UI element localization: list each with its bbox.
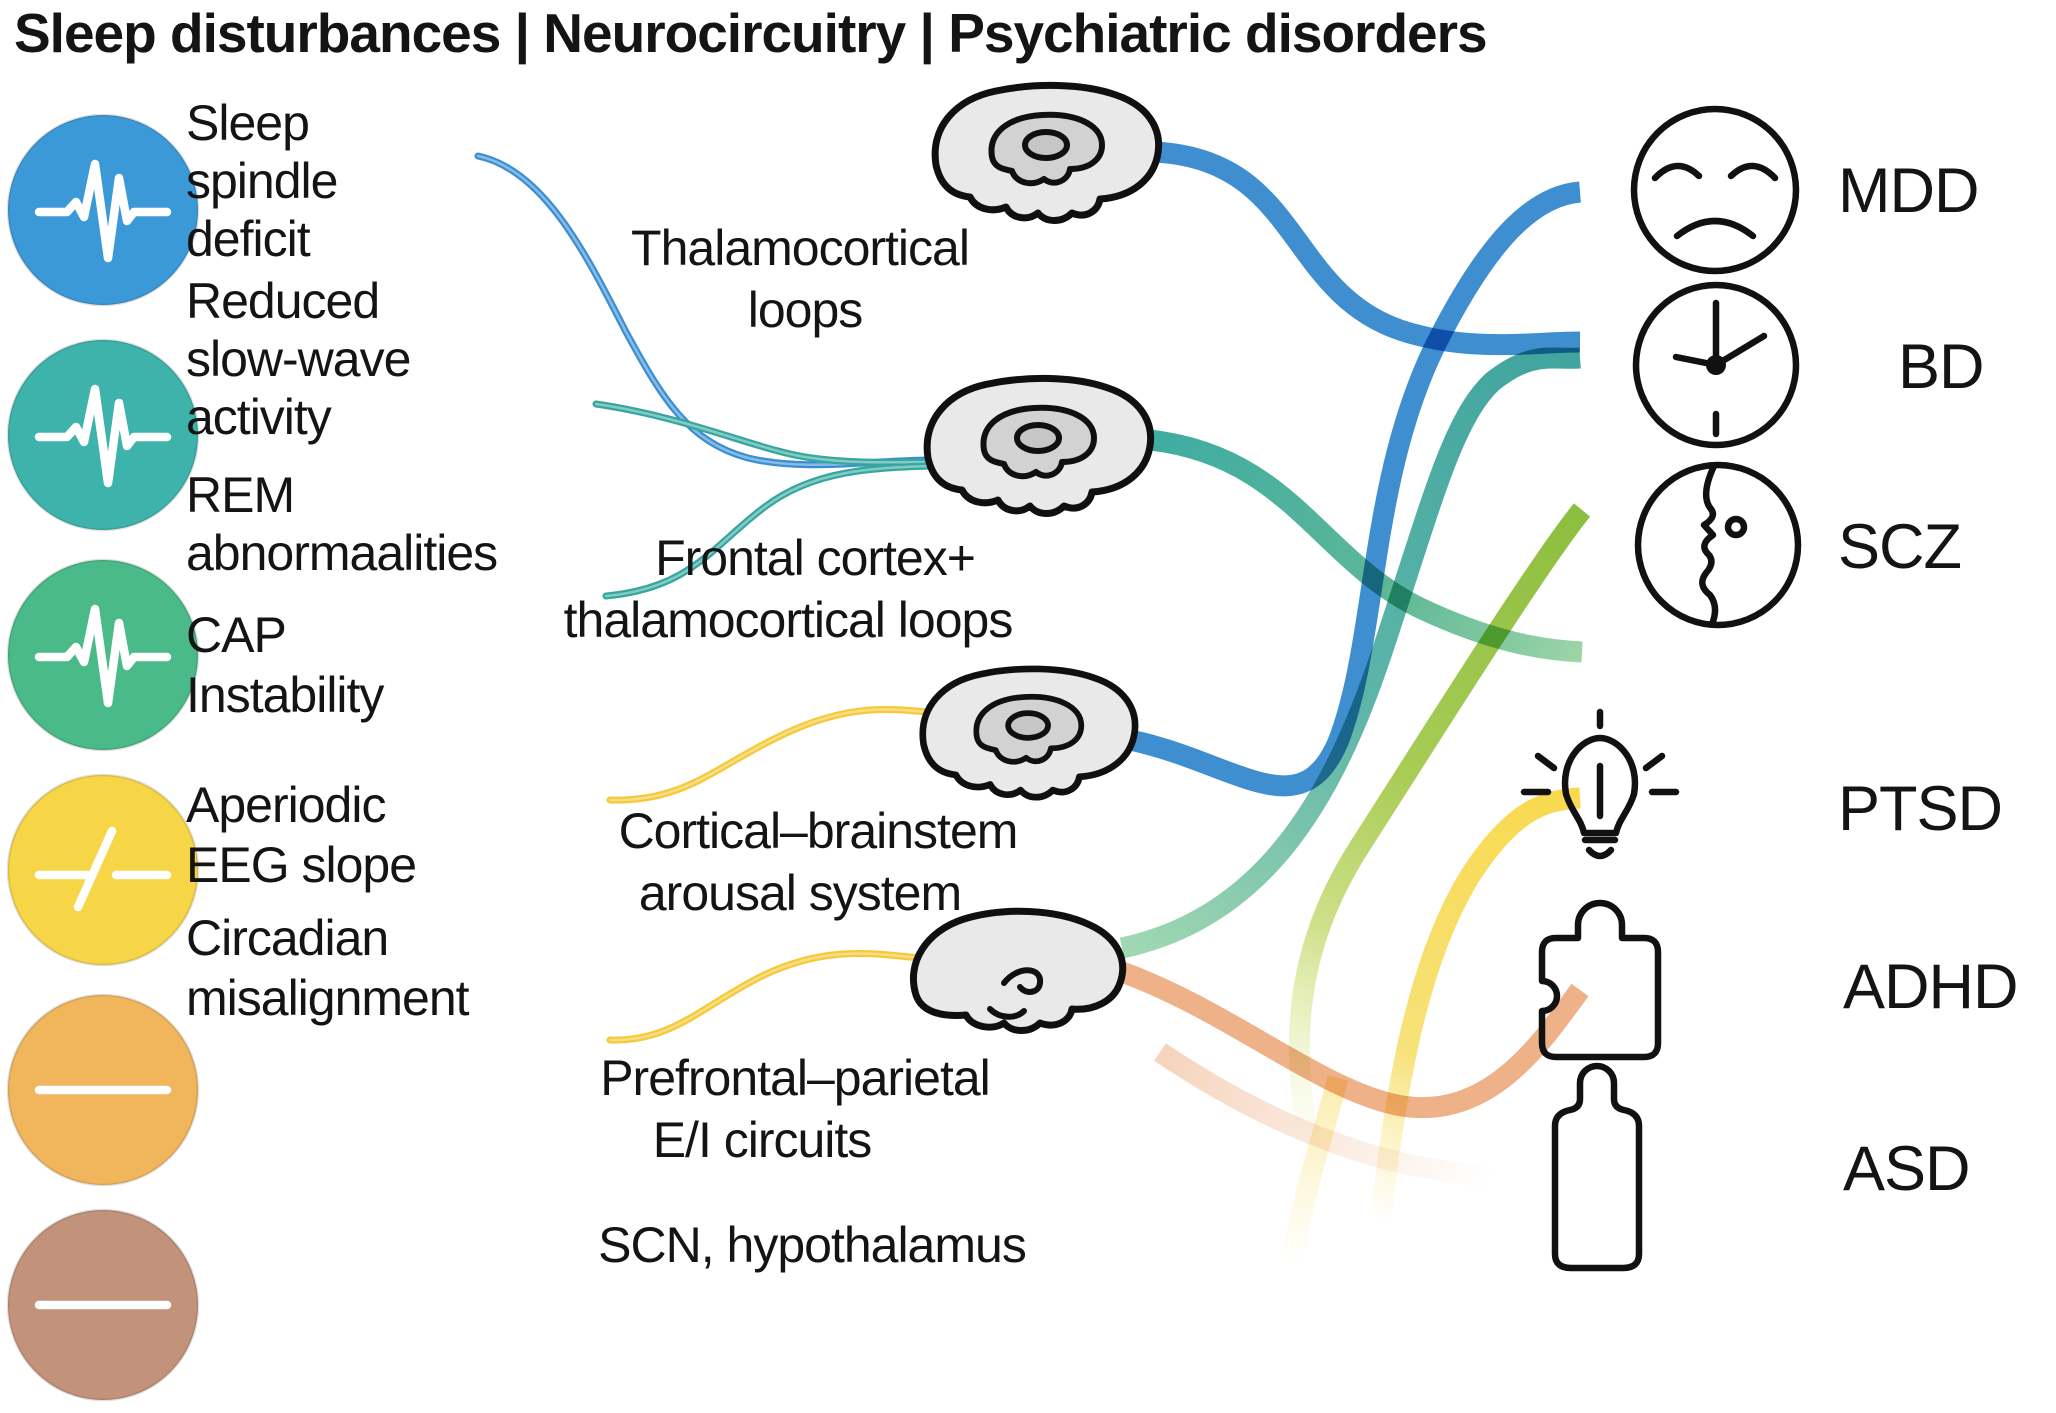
ribbon-cortical-to-mdd [1127,181,1582,797]
connector-aperiodic-core [608,952,924,1042]
connector-rem-core [604,464,934,598]
label-cap-2: Instability [186,667,384,723]
label-circadian-1: Circadian [186,910,388,966]
ribbon-scn-to-ptsd [1369,787,1581,1224]
connector-cap-core [608,708,930,802]
label-circadian-2: misalignment [186,970,470,1026]
cap-circle [6,773,200,967]
label-thalamocortical-1: Thalamocortical [631,220,969,276]
ribbon-thalamocortical-to-bd [1154,141,1581,356]
label-asd: ASD [1843,1134,1970,1204]
label-scn-hypothalamus: SCN, hypothalamus [598,1217,1026,1273]
connector-cap-line [606,705,932,804]
label-slow-wave-3: activity [186,389,332,445]
brain-sagittal-icon [923,669,1135,797]
connector-sleep-spindle-core [476,154,934,467]
sleep-disturbance-labels: Sleep spindle deficit Reduced slow-wave … [186,95,498,1026]
ribbon-fading-yellow-tail [1281,1075,1349,1264]
output-ribbons [1118,141,1591,1264]
light-bulb-icon [1520,708,1680,860]
label-slow-wave-2: slow-wave [186,331,410,387]
label-prefrontal-1: Prefrontal–parietal [600,1050,990,1106]
label-cortical-brainstem-2: arousal system [639,865,961,921]
label-prefrontal-2: E/I circuits [653,1112,872,1168]
ribbon-scn-to-scz [1288,503,1591,1151]
connector-sleep-spindle-line [474,152,936,469]
label-sleep-spindle-2: spindle [186,153,337,209]
connector-slow-wave-line [592,400,936,466]
label-frontal-1: Frontal cortex+ [655,530,975,586]
connector-slow-wave-core [594,402,934,464]
disorder-labels: MDD BD SCZ PTSD ADHD ASD [1838,156,2019,1204]
label-ptsd: PTSD [1838,774,2002,844]
brain-sagittal-icon [927,378,1150,513]
brain-sagittal-icon [935,85,1158,220]
label-aperiodic-1: Aperiodic [186,777,385,833]
label-sleep-spindle-1: Sleep [186,95,309,151]
label-cap-1: CAP [186,607,286,663]
neurocircuit-labels: Thalamocortical loops Frontal cortex+ th… [564,220,1027,1273]
sad-face-icon [1630,105,1800,275]
label-adhd: ADHD [1843,952,2018,1022]
label-frontal-2: thalamocortical loops [564,592,1013,648]
brain-lateral-icon [913,911,1122,1030]
label-scz: SCZ [1838,512,1961,582]
label-rem-1: REM [186,467,294,523]
label-aperiodic-2: EEG slope [186,837,416,893]
connector-rem-line [602,462,936,600]
puzzle-piece-icon [1538,899,1662,1061]
label-rem-2: abnormaalities [186,525,497,581]
ribbon-prefrontal-to-bd [1119,347,1581,959]
split-face-icon [1634,461,1802,629]
label-thalamocortical-2: loops [748,282,863,338]
label-mdd: MDD [1838,156,1978,226]
label-slow-wave-1: Reduced [186,273,379,329]
ribbon-prefrontal-to-adhd [1118,962,1589,1119]
label-bd: BD [1898,332,1984,402]
sleep-disturbance-icons [6,113,200,1402]
label-sleep-spindle-3: deficit [186,211,311,267]
label-cortical-brainstem-1: Cortical–brainstem [619,803,1018,859]
disorder-icons [1520,105,1802,1272]
figure-title: Sleep disturbances | Neurocircuitry | Ps… [14,2,1487,65]
connector-aperiodic-line [606,950,926,1044]
input-connector-lines [474,152,936,1044]
clock-icon [1632,281,1800,449]
bottle-shape-icon [1551,1062,1643,1272]
